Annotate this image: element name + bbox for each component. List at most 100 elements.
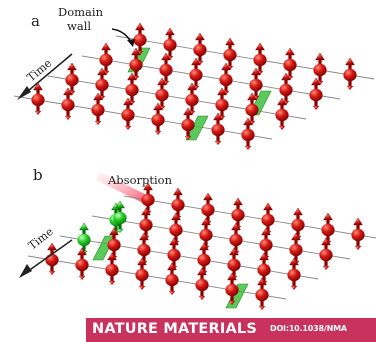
spin-ball [75, 258, 89, 272]
spin [321, 212, 335, 245]
time-arrow-b [23, 239, 73, 275]
spin-ball [279, 83, 293, 97]
lattice-line [13, 95, 273, 140]
spin-arrowhead [257, 277, 267, 286]
spin-arrowhead [131, 47, 141, 56]
spin-ball [171, 198, 185, 212]
spin-tail [78, 276, 86, 280]
spin-ball [215, 98, 229, 112]
domain-wall-pointer-head [127, 39, 135, 47]
spin [259, 227, 273, 260]
spin-arrowhead [261, 227, 271, 236]
spin-arrowhead [281, 72, 291, 81]
domain-wall-label-line2: wall [67, 19, 91, 33]
spin-arrowhead [293, 207, 303, 216]
spin [351, 217, 365, 250]
spin-ball [155, 88, 169, 102]
spin-ball [257, 263, 271, 277]
spin-ball [61, 98, 75, 112]
spin-ball [291, 218, 305, 232]
spin [167, 237, 181, 270]
spin [137, 232, 151, 265]
spin [129, 47, 143, 80]
spin-tail [154, 131, 162, 135]
spin-tail [346, 86, 354, 90]
spin [31, 82, 45, 115]
spin [151, 102, 165, 135]
spin-ball [195, 278, 209, 292]
spin-tail [138, 286, 146, 290]
lattice-line [27, 255, 287, 300]
spin-tail [34, 111, 42, 115]
spin-ball [223, 48, 237, 62]
lattice-line [123, 195, 376, 239]
spin-arrowhead [63, 87, 73, 96]
spin-ball [141, 193, 155, 207]
spin-arrowhead [157, 77, 167, 86]
spin [227, 247, 241, 280]
spin-ball [105, 263, 119, 277]
spin-ball [133, 33, 147, 47]
spin-ball [201, 203, 215, 217]
spin [121, 97, 135, 130]
spin-arrowhead [195, 32, 205, 41]
spin-arrowhead [251, 67, 261, 76]
spin-tail [214, 141, 222, 145]
spin [275, 97, 289, 130]
absorption-laser-beam [96, 172, 151, 204]
spin-tail [48, 271, 56, 275]
spin [61, 87, 75, 120]
spin-ball [259, 238, 273, 252]
spin-arrowhead [233, 197, 243, 206]
spin-arrowhead [183, 107, 193, 116]
spin [211, 112, 225, 145]
lattice-line [91, 215, 351, 260]
spin-ball [255, 288, 269, 302]
spin [255, 277, 269, 310]
spin-arrowhead [213, 112, 223, 121]
spin-ball [139, 218, 153, 232]
spin [169, 212, 183, 245]
spin-arrowhead [201, 217, 211, 226]
spin-ball [211, 123, 225, 137]
spin-ball [241, 128, 255, 142]
spin-arrowhead [199, 242, 209, 251]
lattice-line [81, 55, 341, 100]
spin-ball [99, 53, 113, 67]
spin-arrowhead [115, 200, 125, 209]
spin-arrowhead [289, 257, 299, 266]
spin-ball [227, 258, 241, 272]
spin-arrowhead [137, 257, 147, 266]
spin [107, 227, 121, 260]
spin-arrowhead [171, 212, 181, 221]
spin [245, 92, 259, 125]
spin-arrowhead [101, 42, 111, 51]
spin [231, 197, 245, 230]
spin [309, 77, 323, 110]
spin-ball [151, 113, 165, 127]
spin-tail [108, 281, 116, 285]
spin-arrowhead [47, 242, 57, 251]
spin-arrowhead [187, 82, 197, 91]
spin-arrowhead [153, 102, 163, 111]
spin [197, 242, 211, 275]
spin [261, 202, 275, 235]
spin-tail [198, 296, 206, 300]
spin-ball [199, 228, 213, 242]
spin-ball [351, 228, 365, 242]
spin [287, 257, 301, 290]
spin-arrowhead [345, 57, 355, 66]
spin-ball [129, 58, 143, 72]
spin [219, 62, 233, 95]
spin-arrowhead [33, 82, 43, 91]
spin-ball [107, 238, 121, 252]
spin-arrowhead [97, 67, 107, 76]
spin-tail [64, 116, 72, 120]
spin-ball [261, 213, 275, 227]
spin-tail [94, 121, 102, 125]
spin-ball [219, 73, 233, 87]
spin [289, 232, 303, 265]
spin [181, 107, 195, 140]
